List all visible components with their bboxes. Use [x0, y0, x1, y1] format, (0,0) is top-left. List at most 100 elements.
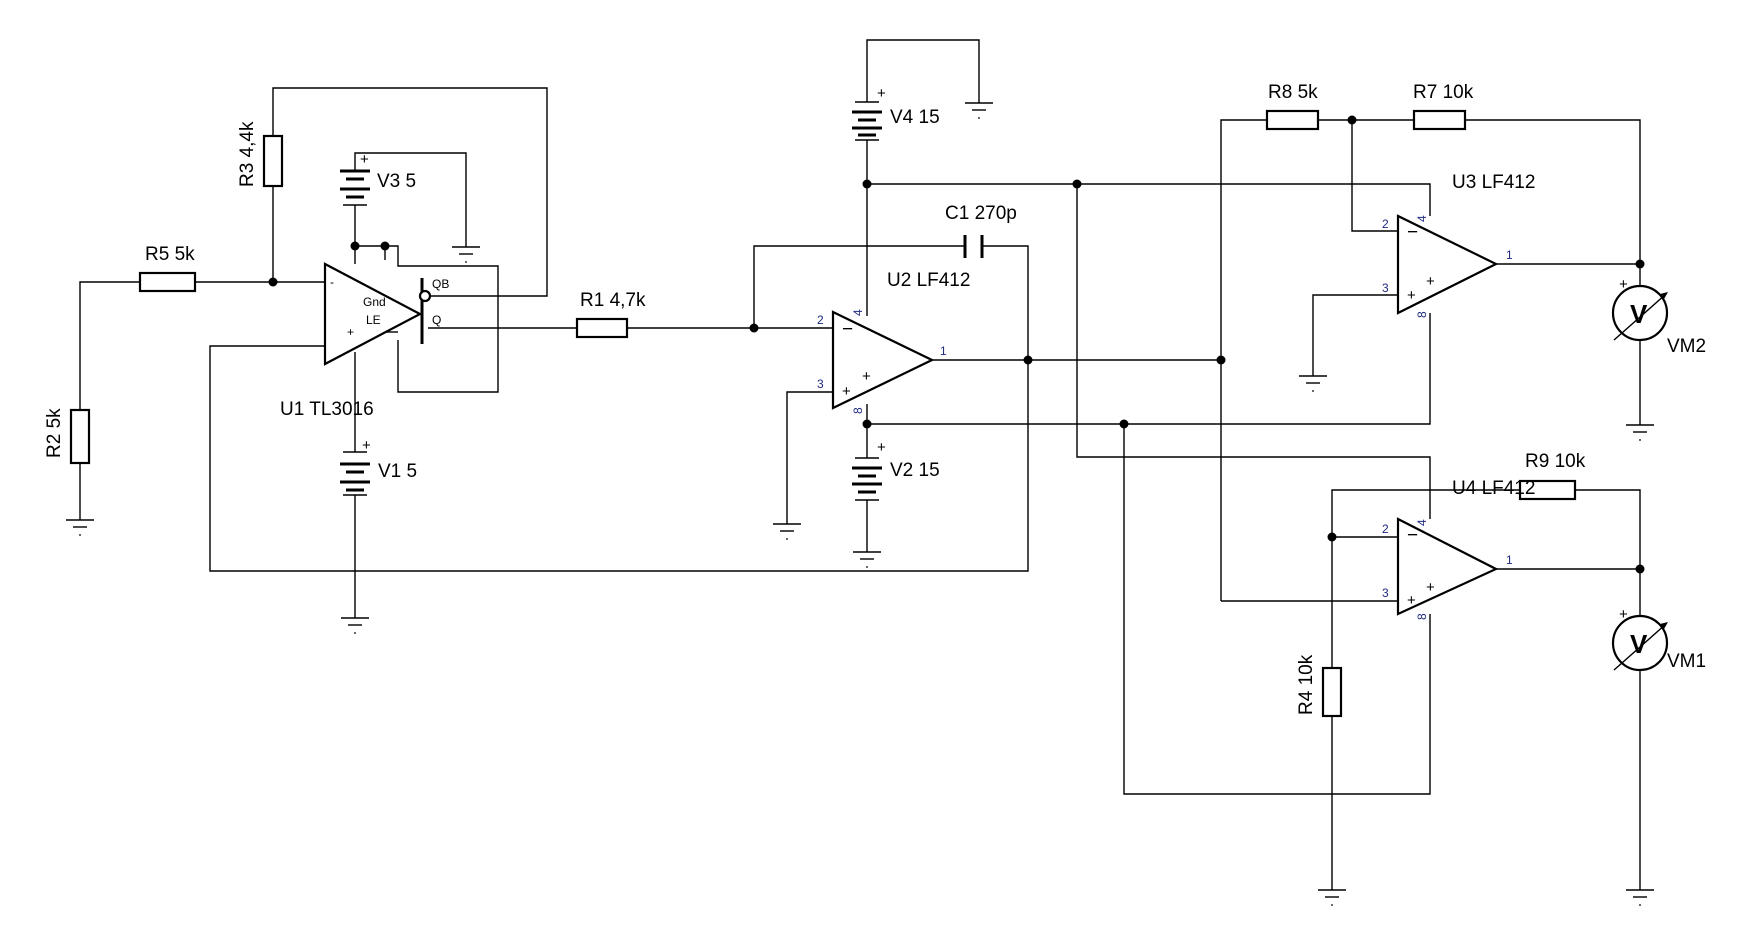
junction-dot [268, 277, 278, 287]
junction-dot [862, 179, 872, 189]
pin-8: 8 [851, 407, 865, 414]
junction-dot [1216, 355, 1226, 365]
resistor-r4[interactable]: R4 10k [1296, 654, 1343, 718]
u4-plus-sign-2: + [1407, 592, 1416, 609]
ground-symbols [66, 102, 1654, 906]
ground-symbol [452, 246, 480, 263]
label-v3: V3 5 [377, 171, 416, 192]
voltmeter-vm2[interactable]: V + VM2 [1611, 276, 1706, 357]
junction-dot [1327, 532, 1337, 542]
label-v2: V2 15 [890, 460, 940, 481]
label-u2: U2 LF412 [887, 270, 970, 291]
resistor-r3[interactable]: R3 4,4k [237, 121, 284, 188]
junction-dot [380, 241, 390, 251]
battery-v4[interactable]: + V4 15 [852, 85, 940, 141]
resistor-r7[interactable]: R7 10k [1412, 82, 1474, 131]
battery-v1[interactable]: + V1 5 [340, 437, 417, 496]
comparator-u1[interactable]: - + Gnd LE QB Q U1 TL3016 [280, 262, 449, 420]
ground-symbol [341, 617, 369, 634]
voltmeter-vm1[interactable]: V + VM1 [1611, 606, 1706, 672]
ground-symbol [965, 102, 993, 119]
resistor-r2[interactable]: R2 5k [44, 408, 91, 465]
pin-4: 4 [1415, 215, 1429, 222]
resistor-r1[interactable]: R1 4,7k [575, 290, 646, 339]
label-u4: U4 LF412 [1452, 478, 1535, 499]
junction-dot [862, 419, 872, 429]
label-r4: R4 10k [1296, 654, 1317, 715]
u4-plus-sign: + [1426, 579, 1435, 596]
label-r9: R9 10k [1525, 451, 1586, 472]
junction-dot [1072, 179, 1082, 189]
u3-plus-sign-2: + [1407, 287, 1416, 304]
pin-1: 1 [1506, 248, 1513, 262]
pin-2: 2 [1382, 217, 1389, 231]
pin-4: 4 [851, 309, 865, 316]
ground-symbol [853, 551, 881, 568]
opamp-u2[interactable]: − + + 2 3 1 4 8 U2 LF412 [817, 270, 970, 414]
battery-v2[interactable]: + V2 15 [852, 439, 940, 501]
label-v1: V1 5 [378, 461, 417, 482]
pin-2: 2 [1382, 522, 1389, 536]
pin-8: 8 [1415, 613, 1429, 620]
junction-dot [350, 241, 360, 251]
u2-minus-sign: − [842, 319, 853, 340]
label-u3: U3 LF412 [1452, 172, 1535, 193]
plus-sign: + [360, 151, 369, 168]
pin-4: 4 [1415, 519, 1429, 526]
junction-dot [1023, 355, 1033, 365]
u3-minus-sign: − [1407, 222, 1418, 243]
pin-1: 1 [1506, 553, 1513, 567]
resistor-r9[interactable]: R9 10k [1518, 451, 1586, 501]
u1-q-label: Q [432, 313, 441, 327]
ground-symbol [66, 519, 94, 536]
label-r2: R2 5k [44, 408, 65, 458]
junction-dot [1347, 115, 1357, 125]
resistor-r8[interactable]: R8 5k [1265, 82, 1320, 131]
u1-le-label: LE [366, 313, 381, 327]
u2-plus-sign: + [862, 368, 871, 385]
u1-gnd-label: Gnd [363, 295, 386, 309]
label-vm1: VM1 [1667, 651, 1706, 672]
meter-v-symbol: V [1630, 299, 1648, 329]
meter-v-symbol: V [1630, 629, 1648, 659]
plus-sign: + [877, 439, 886, 456]
u1-plus-label: + [347, 325, 354, 339]
label-vm2: VM2 [1667, 336, 1706, 357]
label-v4: V4 15 [890, 107, 940, 128]
capacitor-c1[interactable]: C1 270p [945, 203, 1017, 258]
pin-3: 3 [1382, 586, 1389, 600]
ground-symbol [773, 523, 801, 540]
resistor-r5[interactable]: R5 5k [138, 244, 197, 293]
plus-sign: + [362, 437, 371, 454]
label-c1: C1 270p [945, 203, 1017, 224]
ground-symbol [1626, 424, 1654, 441]
ground-symbol [1626, 889, 1654, 906]
plus-sign: + [877, 85, 886, 102]
ground-symbol [1318, 889, 1346, 906]
pin-8: 8 [1415, 311, 1429, 318]
label-r3: R3 4,4k [237, 121, 258, 187]
junction-dot [749, 323, 759, 333]
label-r5: R5 5k [145, 244, 195, 265]
opamp-u3[interactable]: − + + 2 3 1 4 8 U3 LF412 [1382, 172, 1535, 318]
label-r8: R8 5k [1268, 82, 1318, 103]
u3-plus-sign: + [1426, 273, 1435, 290]
pin-3: 3 [1382, 281, 1389, 295]
plus-sign: + [1619, 276, 1628, 293]
junction-dots [268, 115, 1645, 574]
junction-dot [1635, 564, 1645, 574]
u4-minus-sign: − [1407, 525, 1418, 546]
u1-minus-label: - [330, 275, 334, 289]
label-r1: R1 4,7k [580, 290, 646, 311]
label-u1: U1 TL3016 [280, 399, 374, 420]
battery-v3[interactable]: + V3 5 [340, 151, 416, 206]
u1-qb-label: QB [432, 277, 449, 291]
pin-3: 3 [817, 377, 824, 391]
plus-sign: + [1619, 606, 1628, 623]
junction-dot [1635, 259, 1645, 269]
ground-symbol [1299, 375, 1327, 392]
label-r7: R7 10k [1413, 82, 1474, 103]
opamp-u4[interactable]: − + + 2 3 1 4 8 U4 LF412 [1382, 478, 1535, 620]
u2-plus-sign-2: + [842, 383, 851, 400]
